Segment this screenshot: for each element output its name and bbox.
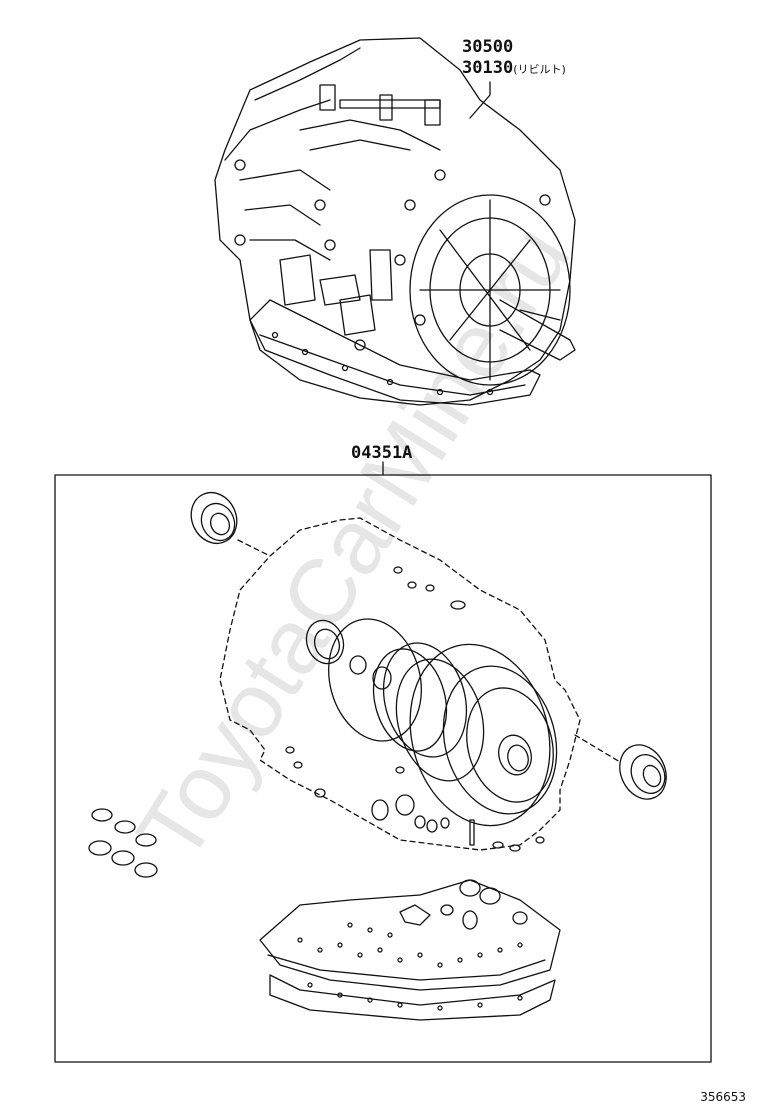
part-number-gasket-kit[interactable]: 04351A — [351, 443, 413, 463]
small-sleeves[interactable] — [371, 794, 475, 846]
transaxle-assembly[interactable] — [214, 37, 576, 406]
seal-top-dashline — [237, 539, 271, 557]
reference-number: 356653 — [700, 1090, 746, 1104]
oil-seal-right[interactable] — [611, 737, 675, 806]
oil-seal-middle[interactable] — [301, 615, 350, 669]
piston-seal-rings[interactable] — [315, 608, 572, 841]
oil-seal-top[interactable] — [183, 485, 245, 551]
gasket-kit-frame — [54, 474, 712, 1063]
seal-right-dashline — [574, 734, 621, 763]
o-rings-left[interactable] — [88, 808, 158, 878]
part-number-transaxle-rebuilt[interactable]: 30130(リビルト) — [462, 58, 566, 78]
part-number-transaxle[interactable]: 30500 — [462, 37, 514, 57]
rebuilt-part-number: 30130 — [462, 58, 514, 78]
rebuilt-note: (リビルト) — [513, 63, 566, 76]
case-gasket[interactable] — [219, 517, 581, 851]
gasket-holes — [285, 566, 545, 852]
valve-body-gaskets[interactable] — [259, 879, 561, 1021]
